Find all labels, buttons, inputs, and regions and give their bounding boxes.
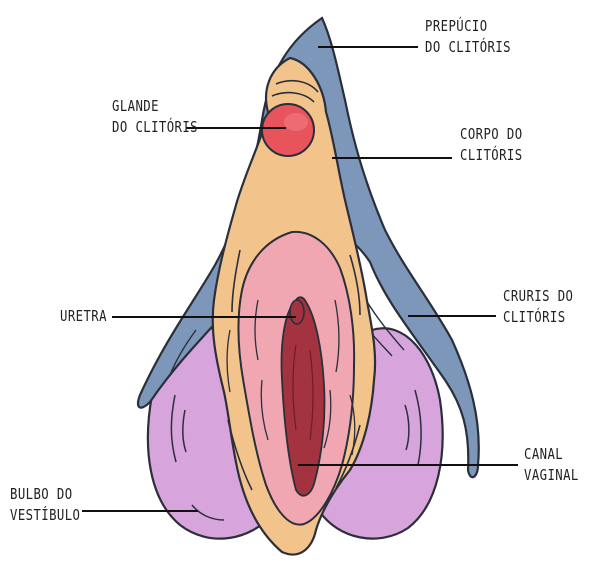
label-bulbo-line1: BULBO DO — [10, 484, 80, 505]
label-corpo-line2: CLITÓRIS — [460, 145, 523, 166]
label-glande-line2: DO CLITÓRIS — [112, 117, 198, 138]
label-bulbo-line2: VESTÍBULO — [10, 505, 80, 526]
label-canal: CANAL VAGINAL — [524, 444, 579, 486]
label-corpo-line1: CORPO DO — [460, 124, 523, 145]
label-prepucio-line1: PREPÚCIO — [425, 16, 511, 37]
label-bulbo: BULBO DO VESTÍBULO — [10, 484, 80, 526]
label-cruris-line2: CLITÓRIS — [503, 307, 573, 328]
label-glande: GLANDE DO CLITÓRIS — [112, 96, 198, 138]
label-prepucio: PREPÚCIO DO CLITÓRIS — [425, 16, 511, 58]
label-canal-line2: VAGINAL — [524, 465, 579, 486]
label-glande-line1: GLANDE — [112, 96, 198, 117]
glans-highlight — [284, 113, 308, 131]
clitoral-glans — [262, 104, 314, 156]
label-canal-line1: CANAL — [524, 444, 579, 465]
label-cruris-line1: CRURIS DO — [503, 286, 573, 307]
label-cruris: CRURIS DO CLITÓRIS — [503, 286, 573, 328]
label-prepucio-line2: DO CLITÓRIS — [425, 37, 511, 58]
urethra-opening — [290, 300, 304, 324]
label-uretra-line1: URETRA — [60, 306, 107, 327]
label-uretra: URETRA — [60, 306, 107, 327]
label-corpo: CORPO DO CLITÓRIS — [460, 124, 523, 166]
